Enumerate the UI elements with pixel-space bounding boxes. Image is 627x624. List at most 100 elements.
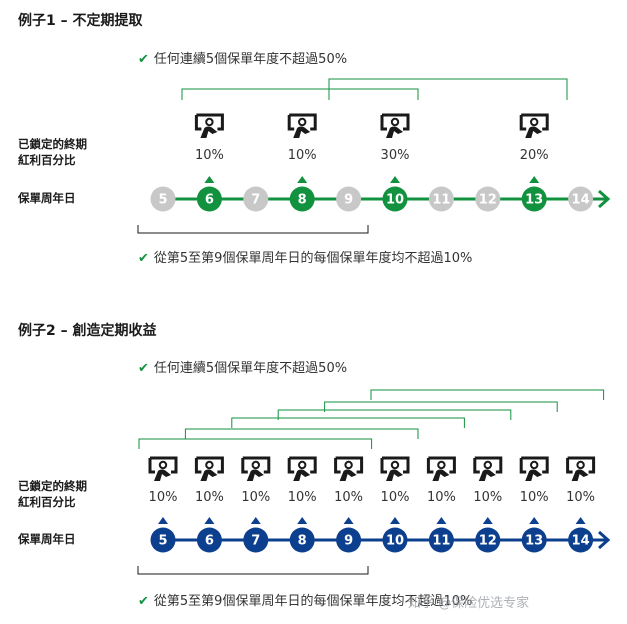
day-circle-14-label: 14 xyxy=(572,193,590,208)
money-withdraw-icon xyxy=(194,456,224,481)
day-circle-7 xyxy=(243,186,269,212)
example1-bottom-note: ✔ 從第5至第9個保單周年日的每個保單年度均不超過10% xyxy=(138,247,472,266)
day-circle-13 xyxy=(521,527,547,553)
range-bracket-1 xyxy=(137,225,369,234)
marker-triangle-11 xyxy=(436,517,447,524)
day-circle-8-label: 8 xyxy=(298,193,307,208)
marker-triangle-13 xyxy=(529,517,540,524)
percent-label-5: 10% xyxy=(148,490,178,505)
day-circle-12 xyxy=(475,527,501,553)
span-bracket-3 xyxy=(231,417,465,428)
example2-bottom-note-text: 從第5至第9個保單周年日的每個保單年度均不超過10% xyxy=(153,594,473,609)
money-withdraw-icon xyxy=(287,113,317,138)
money-withdraw-icon xyxy=(148,456,178,481)
percent-label-8: 10% xyxy=(287,148,317,163)
day-circle-9 xyxy=(336,186,362,212)
day-circle-10-label: 10 xyxy=(386,534,404,549)
money-withdraw-icon xyxy=(426,456,456,481)
span-bracket-2 xyxy=(184,428,419,439)
rate-label-line1: 已鎖定的終期 xyxy=(18,479,87,493)
example2-title: 例子2 – 創造定期收益 xyxy=(18,323,157,339)
marker-triangle-10 xyxy=(390,176,400,183)
example2-rate-label: 已鎖定的終期 紅利百分比 xyxy=(18,478,87,510)
money-withdraw-icon xyxy=(334,456,364,481)
day-circle-13 xyxy=(521,186,547,212)
percent-label-10: 10% xyxy=(380,490,410,505)
span-bracket-5 xyxy=(324,401,558,412)
day-circle-14 xyxy=(568,186,594,212)
percent-label-6: 10% xyxy=(194,490,224,505)
marker-triangle-8 xyxy=(297,176,308,183)
day-circle-5-label: 5 xyxy=(158,534,167,549)
day-circle-9-label: 9 xyxy=(344,534,353,549)
percent-label-13: 20% xyxy=(519,148,549,163)
span-bracket-1 xyxy=(138,438,373,449)
percent-label-8: 10% xyxy=(287,490,317,505)
day-circle-11 xyxy=(428,186,454,212)
percent-label-13: 10% xyxy=(519,490,549,505)
percent-label-6: 10% xyxy=(194,148,224,163)
day-circle-11-label: 11 xyxy=(432,193,450,208)
day-circle-13-label: 13 xyxy=(525,534,543,549)
day-circle-11-label: 11 xyxy=(432,534,450,549)
marker-triangle-8 xyxy=(297,517,308,524)
marker-triangle-7 xyxy=(250,517,261,524)
example2-bottom-note: ✔ 從第5至第9個保單周年日的每個保單年度均不超過10% xyxy=(138,590,472,609)
money-withdraw-icon xyxy=(241,456,271,481)
day-circle-9 xyxy=(336,527,362,553)
range-bracket-2 xyxy=(137,566,369,575)
day-circle-14 xyxy=(568,527,594,553)
example2-top-note: ✔ 任何連續5個保單年度不超過50% xyxy=(138,357,347,376)
day-circle-7-label: 7 xyxy=(251,534,260,549)
day-circle-10-label: 10 xyxy=(386,193,404,208)
day-circle-11 xyxy=(428,527,454,553)
example1-top-note: ✔任何連續5個保單年度不超過50% xyxy=(138,48,347,67)
money-withdraw-icon xyxy=(566,456,596,481)
day-circle-9-label: 9 xyxy=(344,193,353,208)
rate-label-line2: 紅利百分比 xyxy=(18,153,76,167)
money-withdraw-icon xyxy=(380,113,410,138)
percent-label-9: 10% xyxy=(334,490,364,505)
check-icon: ✔ xyxy=(138,251,149,266)
span-bracket-4 xyxy=(277,409,512,420)
day-circle-5-label: 5 xyxy=(158,193,167,208)
money-withdraw-icon xyxy=(519,113,549,138)
example2-top-note-text: 任何連續5個保單年度不超過50% xyxy=(153,361,348,376)
day-circle-12 xyxy=(475,186,501,212)
day-circle-5 xyxy=(150,527,176,553)
day-circle-6 xyxy=(196,527,222,553)
day-circle-6-label: 6 xyxy=(205,534,214,549)
day-circle-6-label: 6 xyxy=(205,193,214,208)
timeline-line-2-arrowhead xyxy=(598,530,611,550)
example1-bottom-note-text: 從第5至第9個保單周年日的每個保單年度均不超過10% xyxy=(153,251,473,266)
day-circle-7 xyxy=(243,527,269,553)
money-withdraw-icon xyxy=(287,456,317,481)
day-circle-14-label: 14 xyxy=(572,534,590,549)
timeline-line-1-arrowhead xyxy=(598,189,611,209)
span-bracket-6 xyxy=(370,389,605,400)
marker-triangle-12 xyxy=(482,517,493,524)
marker-triangle-10 xyxy=(390,517,400,524)
day-circle-10 xyxy=(382,527,408,553)
day-circle-7-label: 7 xyxy=(251,193,260,208)
percent-label-7: 10% xyxy=(241,490,271,505)
marker-triangle-9 xyxy=(343,517,354,524)
percent-label-11: 10% xyxy=(426,490,456,505)
money-withdraw-icon xyxy=(473,456,503,481)
day-circle-5 xyxy=(150,186,176,212)
money-withdraw-icon xyxy=(519,456,549,481)
marker-triangle-6 xyxy=(204,517,215,524)
span-bracket-2 xyxy=(328,78,568,100)
check-icon: ✔ xyxy=(138,594,149,609)
money-withdraw-icon xyxy=(380,456,410,481)
day-circle-10 xyxy=(382,186,408,212)
day-circle-12-label: 12 xyxy=(479,534,497,549)
percent-label-12: 10% xyxy=(473,490,503,505)
day-circle-8-label: 8 xyxy=(298,534,307,549)
check-icon: ✔ xyxy=(138,361,149,376)
check-icon: ✔ xyxy=(138,52,149,67)
day-circle-13-label: 13 xyxy=(525,193,543,208)
example1-rate-label: 已鎖定的終期 紅利百分比 xyxy=(18,136,87,168)
percent-label-10: 30% xyxy=(380,148,410,163)
